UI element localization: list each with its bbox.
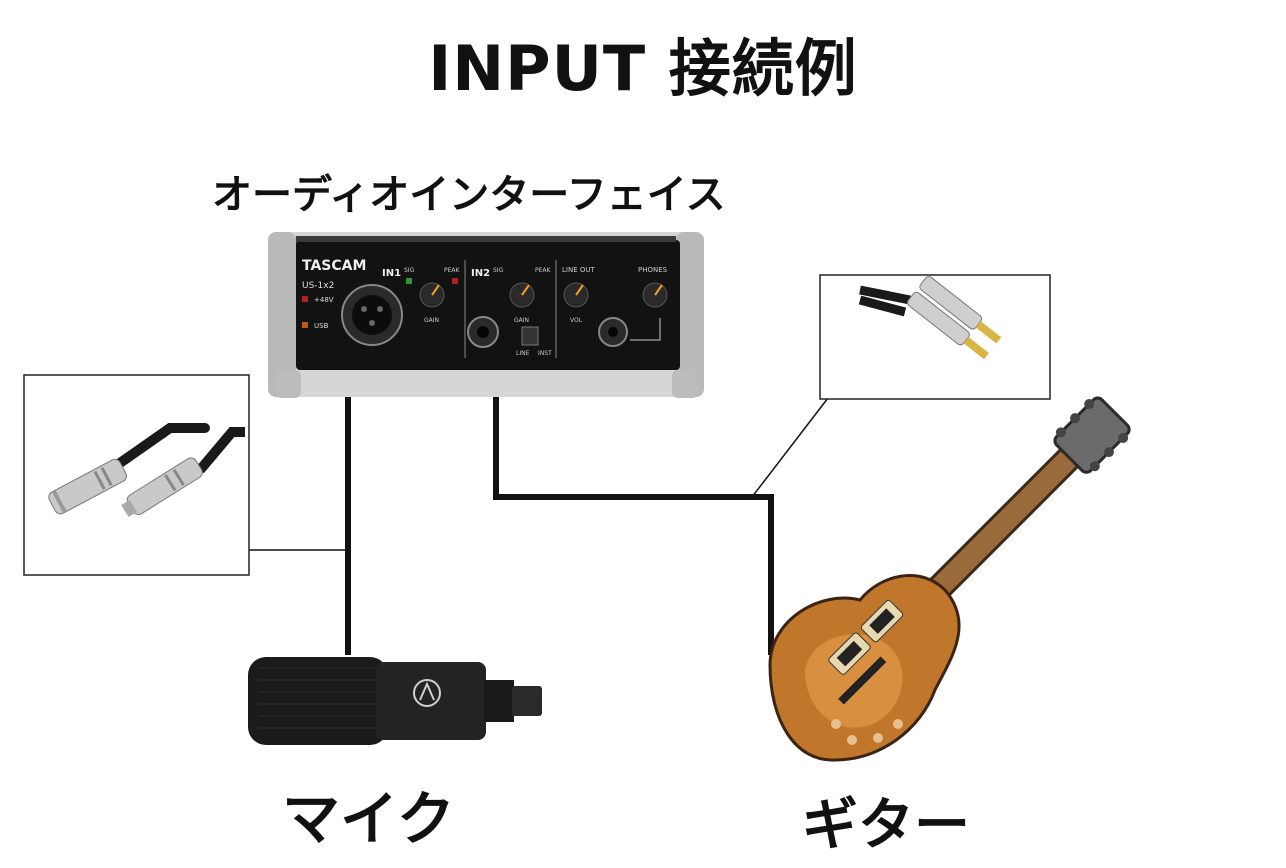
line-inst-switch	[521, 326, 539, 346]
line-label: LINE	[516, 350, 530, 357]
connection-cables	[345, 372, 774, 655]
interface-label: オーディオインターフェイス	[212, 172, 726, 218]
phantom-label: +48V	[314, 296, 334, 304]
guitar-illustration	[768, 396, 1131, 762]
microphone-label: マイク	[282, 785, 455, 853]
guitar-cable-line	[493, 372, 774, 655]
xlr-cable-photo	[48, 423, 245, 518]
usb-label: USB	[314, 322, 329, 330]
guitar-label: ギター	[802, 793, 970, 858]
in1-label: IN1	[382, 268, 401, 279]
sig2-label: SIG	[493, 267, 504, 274]
callout-leaders	[249, 397, 829, 551]
peak2-label: PEAK	[535, 267, 552, 274]
in2-label: IN2	[471, 268, 490, 279]
audio-interface: TASCAM US-1x2 +48V USB IN1 SIG PEAK GAIN…	[268, 232, 704, 398]
inst-label: INST	[538, 350, 552, 357]
microphone-illustration	[248, 657, 542, 745]
peak1-label: PEAK	[444, 267, 461, 274]
xlr-cable-inset	[23, 374, 250, 576]
gain2-label: GAIN	[514, 317, 529, 324]
brand-text: TASCAM	[302, 258, 366, 274]
gain1-label: GAIN	[424, 317, 439, 324]
sig1-label: SIG	[404, 267, 415, 274]
vol-label: VOL	[570, 317, 583, 324]
mic-logo-icon	[413, 679, 441, 707]
model-text: US-1x2	[302, 281, 334, 291]
phone-cable-photo	[858, 276, 1002, 360]
phones-label: PHONES	[638, 266, 668, 274]
phone-cable-inset	[819, 274, 1051, 400]
diagram-title: INPUT 接続例	[428, 32, 858, 105]
line-out-label: LINE OUT	[562, 266, 595, 274]
